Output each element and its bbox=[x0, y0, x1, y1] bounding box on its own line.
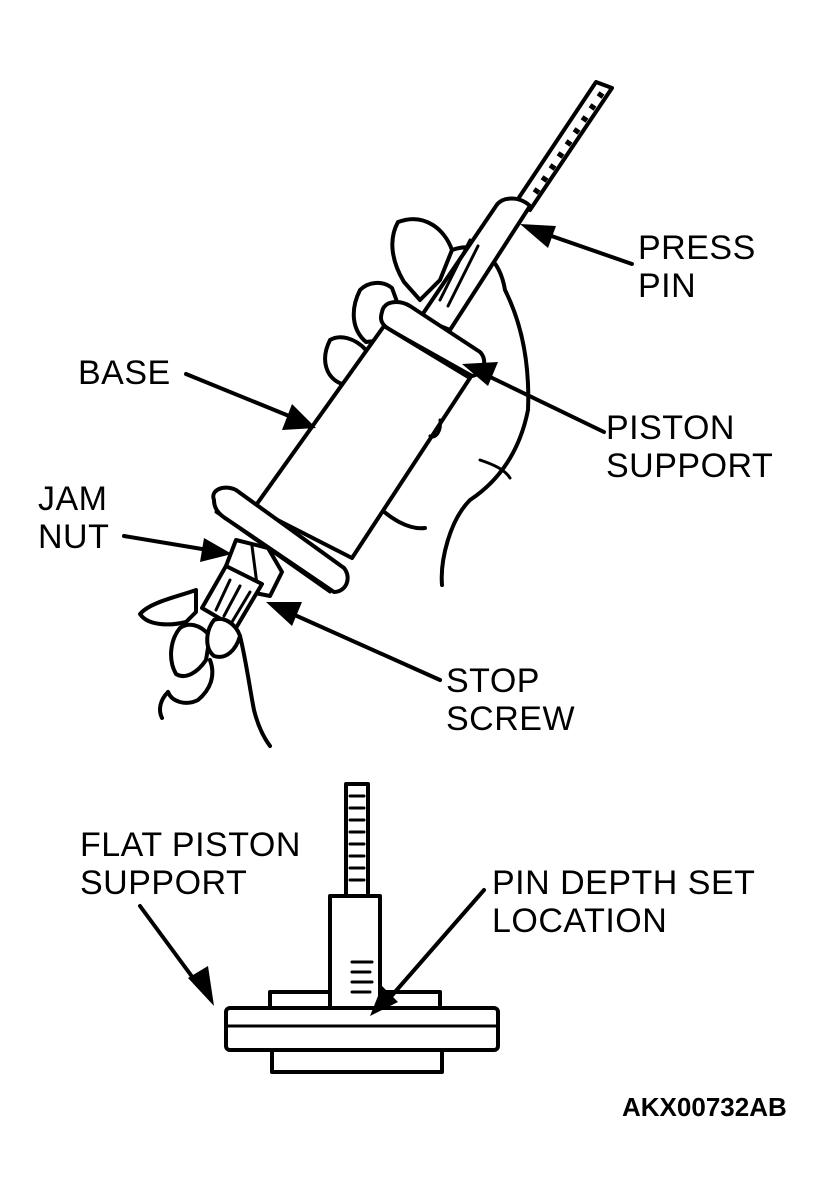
flat-piston-support-diagram bbox=[224, 782, 500, 1074]
figure-code: AKX00732AB bbox=[622, 1092, 787, 1122]
base-cylinder bbox=[252, 324, 472, 560]
label-jam-nut: JAM NUT bbox=[38, 480, 110, 556]
label-press-pin: PRESS PIN bbox=[638, 229, 756, 305]
leader-arrows-upper bbox=[122, 224, 634, 682]
label-flat-piston-support: FLAT PISTON SUPPORT bbox=[80, 826, 301, 902]
base-flange bbox=[211, 485, 350, 594]
label-piston-support: PISTON SUPPORT bbox=[606, 409, 774, 485]
label-base: BASE bbox=[78, 354, 171, 392]
leader-arrows-lower bbox=[138, 888, 486, 1016]
press-pin bbox=[418, 80, 614, 332]
label-pin-depth-set-location: PIN DEPTH SET LOCATION bbox=[492, 864, 756, 940]
label-stop-screw: STOP SCREW bbox=[446, 662, 576, 738]
lower-hand bbox=[138, 588, 272, 748]
